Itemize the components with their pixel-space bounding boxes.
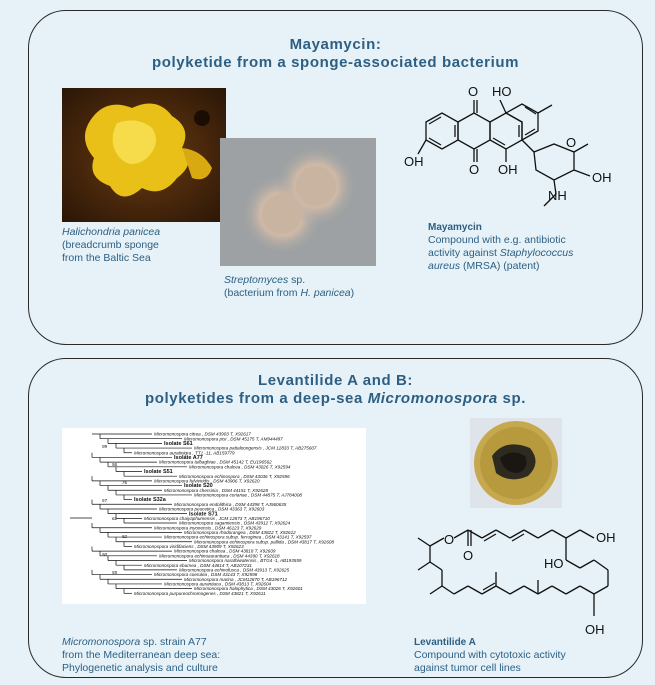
- panel2-title-line2: polyketides from a deep-sea Micromonospo…: [29, 389, 642, 409]
- tree-taxon-label: Micromonospora chersinia , DSM 44151 T, …: [164, 488, 268, 493]
- bacterium-line2-suffix: ): [350, 287, 355, 299]
- mayamycin-line3-italic: aureus: [428, 260, 461, 272]
- tree-taxon-label: Micromonospora inyonensis , DSM 46123 T,…: [154, 525, 262, 530]
- sponge-caption-line3: from the Baltic Sea: [62, 252, 151, 264]
- tree-taxon-label: Micromonospora marina , JCM12870 T, AB19…: [184, 577, 288, 582]
- tree-taxon-label: Micromonospora echinofusca , DSM 43913 T…: [179, 567, 290, 572]
- tree-taxon-label: Micromonospora narathiwatensis , BTG4 -1…: [189, 558, 302, 563]
- may-o-top-label: O: [468, 84, 478, 99]
- streptomyces-photo: [220, 138, 376, 266]
- culture-dish-photo: [470, 418, 562, 508]
- levantilide-name: Levantilide A: [414, 637, 476, 648]
- tree-bootstrap-value: 50: [102, 552, 108, 557]
- lev-oh2-label: OH: [585, 622, 605, 637]
- tree-caption-line3: Phylogenetic analysis and culture: [62, 662, 218, 674]
- tree-taxon-label: Micromonospora endolithica , DSM 44398 T…: [174, 502, 287, 507]
- levantilide-line2: against tumor cell lines: [414, 662, 521, 674]
- tree-isolate-label: Isolate S51: [144, 469, 173, 475]
- lev-ho-label: HO: [544, 556, 564, 571]
- tree-isolate-label: Isolate S61: [164, 441, 193, 447]
- tree-bootstrap-value: 56: [112, 462, 118, 467]
- bacterium-caption: Streptomyces sp. (bacterium from H. pani…: [224, 274, 354, 300]
- tree-taxon-label: Micromonospora halophytica , DSM 43026 T…: [194, 586, 303, 591]
- tree-taxon-label: Micromonospora viridifaciens , DSM 43909…: [134, 544, 244, 549]
- lev-o-carbonyl-label: O: [463, 548, 473, 563]
- levantilide-caption: Levantilide A Compound with cytotoxic ac…: [414, 636, 566, 675]
- may-oh-c-label: OH: [498, 162, 518, 177]
- tree-taxon-label: Micromonospora chaiyaphumensis , JCM 128…: [144, 516, 270, 521]
- tree-taxon-label: Micromonospora pisi , DSM 45175 T, AM944…: [184, 436, 283, 441]
- tree-bootstrap-value: 55: [112, 570, 118, 575]
- panel2-title-italic: Micromonospora: [367, 390, 498, 407]
- sponge-species: Halichondria panicea: [62, 226, 161, 238]
- tree-taxon-label: Micromonospora citrea , DSM 43903 T, X92…: [154, 432, 251, 437]
- tree-taxon-label: Micromonospora sagamiensis , DSM 43912 T…: [179, 521, 291, 526]
- mayamycin-line1: Compound with e.g. antibiotic: [428, 234, 566, 246]
- tree-isolate-label: Isolate S20: [184, 483, 213, 489]
- tree-bootstrap-value: 61: [112, 516, 118, 521]
- tree-taxon-label: Micromonospora coriariae , DSM 44875 T, …: [194, 493, 302, 498]
- panel2-title-suffix: sp.: [497, 390, 527, 407]
- panel2-title-prefix: polyketides from a deep-sea: [144, 390, 368, 407]
- tree-taxon-label: Micromonospora echinospora subsp. ferrug…: [164, 535, 312, 540]
- panel1-title-line2: polyketide from a sponge-associated bact…: [151, 54, 520, 71]
- tree-taxon-label: Micromonospora peucetica , DSM 43363 T, …: [159, 507, 265, 512]
- bacterium-species: Streptomyces: [224, 274, 289, 286]
- tree-caption: Micromonospora sp. strain A77 from the M…: [62, 636, 220, 675]
- mayamycin-line3-suffix: (MRSA) (patent): [460, 260, 540, 272]
- mayamycin-structure: HO O OH O OH O OH NH: [404, 84, 612, 207]
- tree-taxon-label: Micromonospora auratinigra , TT1 -11, AB…: [134, 450, 235, 455]
- sponge-caption: Halichondria panicea (breadcrumb sponge …: [62, 226, 160, 265]
- tree-taxon-label: Micromonospora aurantiaca , DSM 43813 T,…: [164, 582, 272, 587]
- mayamycin-line2-prefix: activity against: [428, 247, 500, 259]
- tree-caption-italic: Micromonospora: [62, 636, 141, 648]
- may-o-bottom-label: O: [469, 162, 479, 177]
- lev-oh1-label: OH: [596, 530, 616, 545]
- tree-bootstrap-value: 99: [102, 444, 108, 449]
- tree-bootstrap-value: 52: [122, 534, 128, 539]
- panel1-title-line1: Mayamycin:: [289, 36, 382, 53]
- mayamycin-line2-italic: Staphylococcus: [499, 247, 574, 259]
- tree-caption-suffix: sp. strain A77: [140, 636, 207, 648]
- tree-taxon-label: Micromonospora fulviviridis , DSM 43906 …: [154, 478, 260, 483]
- tree-taxon-label: Micromonospora chalcea , DSM 43026 T, X9…: [189, 464, 291, 469]
- tree-taxon-label: Micromonospora echinoaurantiaca , DSM 44…: [159, 553, 280, 558]
- tree-bootstrap-value: 57: [102, 498, 108, 503]
- bacterium-line2-italic: H. panicea: [300, 287, 351, 299]
- tree-taxon-label: Micromonospora chalcea , DSM 43818 T, X9…: [174, 549, 276, 554]
- phylogenetic-tree: Micromonospora citrea , DSM 43903 T, X92…: [62, 428, 366, 604]
- may-oh-a-label: OH: [404, 154, 424, 169]
- bacterium-line2-prefix: (bacterium from: [224, 287, 301, 299]
- tree-caption-line2: from the Mediterranean deep sea:: [62, 649, 221, 661]
- bacterium-species-suffix: sp.: [288, 274, 306, 286]
- tree-taxon-label: Micromonospora rhodorangea , DSM 43822 T…: [184, 530, 296, 535]
- levantilide-structure: O O OH HO OH: [417, 529, 616, 637]
- tree-taxon-label: Micromonospora coerulea , DSM 43143 T, X…: [154, 572, 258, 577]
- tree-bootstrap-value: 76: [122, 480, 128, 485]
- sponge-photo: [62, 88, 226, 222]
- levantilide-line1: Compound with cytotoxic activity: [414, 649, 566, 661]
- may-nh-label: NH: [548, 188, 567, 203]
- tree-taxon-label: Micromonospora eburnea , DSM 44814 T, AB…: [144, 563, 252, 568]
- tree-taxon-label: Micromonospora echinospora subsp. pallid…: [194, 539, 334, 544]
- mayamycin-name: Mayamycin: [428, 222, 482, 233]
- tree-isolate-label: Isolate S71: [189, 511, 218, 517]
- panel2-title-line1: Levantilide A and B:: [257, 372, 414, 389]
- may-ho-label: HO: [492, 84, 512, 99]
- sponge-caption-line2: (breadcrumb sponge: [62, 239, 159, 251]
- tree-taxon-label: Micromonospora tulbaghiae , DSM 45142 T,…: [159, 460, 272, 465]
- lev-o-ring-label: O: [444, 532, 454, 547]
- may-oh-sugar-label: OH: [592, 170, 612, 185]
- tree-taxon-label: Micromonospora echinospora , DSM 43036 T…: [179, 474, 290, 479]
- tree-taxon-label: Micromonospora purpureochromogenes , DSM…: [134, 591, 266, 596]
- tree-taxon-label: Micromonospora pattaloongensis , JCM 128…: [194, 446, 317, 451]
- may-o-sugar-label: O: [566, 135, 576, 150]
- tree-isolate-label: Isolate A77: [174, 455, 203, 461]
- mayamycin-caption: Mayamycin Compound with e.g. antibiotic …: [428, 221, 573, 273]
- tree-isolate-label: Isolate S32a: [134, 497, 167, 503]
